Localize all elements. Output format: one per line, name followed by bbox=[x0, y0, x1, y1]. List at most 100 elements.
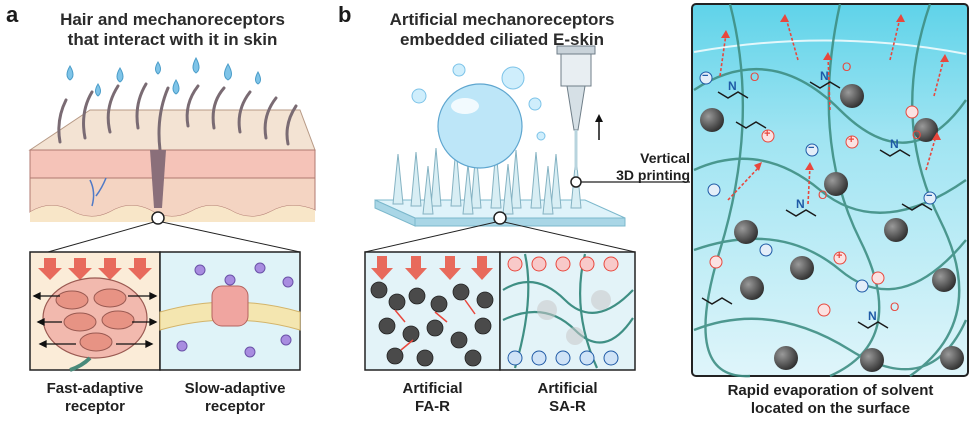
blood-vessels bbox=[89, 177, 107, 207]
artificial-sa-caption-line2: SA-R bbox=[549, 398, 586, 415]
cilium bbox=[422, 165, 434, 215]
arrowhead bbox=[754, 162, 762, 171]
motion-arrow bbox=[434, 311, 448, 323]
zoom-line-right bbox=[161, 221, 301, 253]
dmf-molecule bbox=[901, 203, 933, 211]
arrowhead bbox=[823, 52, 832, 60]
panel-b-title: Artificial mechanoreceptors embedded cil… bbox=[372, 10, 632, 50]
sa-caption-line2: receptor bbox=[204, 398, 266, 415]
evaporation-arrowheads bbox=[721, 14, 949, 171]
sa-positive-ions bbox=[507, 256, 619, 272]
bubble bbox=[528, 97, 542, 111]
hair-strand bbox=[106, 84, 120, 134]
hair-strand bbox=[263, 96, 278, 140]
zoom-line-left bbox=[47, 221, 155, 253]
water-drop bbox=[255, 70, 261, 85]
anions bbox=[699, 71, 937, 293]
pressure-arrow bbox=[68, 258, 92, 280]
cation bbox=[871, 271, 885, 285]
cilium bbox=[430, 147, 442, 207]
artificial-fa-caption-line1: Artificial bbox=[402, 380, 463, 397]
conductive-particle bbox=[824, 172, 848, 196]
dmf-molecule bbox=[857, 321, 889, 329]
arrowhead bbox=[805, 162, 814, 170]
conductive-particle bbox=[476, 291, 494, 309]
pressure-arrows bbox=[38, 258, 152, 280]
ion bbox=[224, 274, 236, 286]
pressure-arrow bbox=[128, 258, 152, 280]
hair-follicle bbox=[150, 150, 166, 208]
water-droplet bbox=[437, 83, 523, 169]
conductive-particle bbox=[884, 218, 908, 242]
panel-a-title-line1: Hair and mechanoreceptors bbox=[60, 10, 285, 29]
skin-fat-layer bbox=[30, 205, 315, 222]
hair-strand bbox=[285, 104, 298, 146]
cilium bbox=[510, 149, 522, 209]
motion-arrow bbox=[464, 299, 476, 315]
artificial-sa-caption: Artificial SA-R bbox=[500, 380, 635, 416]
cation bbox=[531, 256, 547, 272]
conductive-particle bbox=[388, 293, 406, 311]
solvent-surface bbox=[693, 39, 967, 55]
sa-ghost-particles bbox=[537, 290, 611, 345]
bubbles bbox=[411, 63, 546, 141]
skin-top-surface bbox=[28, 109, 316, 151]
zoom-caption-line1: Rapid evaporation of solvent bbox=[727, 382, 934, 399]
artificial-sa-caption-line1: Artificial bbox=[537, 380, 598, 397]
water-drop bbox=[116, 67, 124, 83]
evaporation-arrow bbox=[925, 135, 937, 171]
stretch-arrowhead bbox=[38, 339, 47, 349]
water-drop bbox=[66, 65, 74, 81]
fa-caption-line1: Fast-adaptive bbox=[46, 380, 144, 397]
pressure-arrow bbox=[471, 256, 493, 280]
eskin-substrate-edge bbox=[374, 199, 626, 227]
evaporation-arrow bbox=[727, 165, 761, 201]
conductive-particle bbox=[860, 348, 884, 372]
motion-arrow bbox=[394, 309, 406, 323]
pressure-arrow bbox=[98, 258, 122, 280]
stretch-arrowhead bbox=[32, 291, 41, 301]
hair-strand bbox=[135, 82, 148, 130]
anion bbox=[699, 71, 713, 85]
cilium bbox=[462, 163, 474, 215]
polymer-fiber bbox=[909, 3, 961, 377]
sa-negative-ions bbox=[507, 350, 619, 366]
dmf-molecule bbox=[809, 81, 841, 89]
anion bbox=[507, 350, 523, 366]
cilium bbox=[470, 149, 482, 209]
fa-receptor-caption: Fast-adaptive receptor bbox=[20, 380, 170, 416]
ion bbox=[280, 334, 292, 346]
anion bbox=[855, 279, 869, 293]
conductive-particle bbox=[914, 118, 938, 142]
anion bbox=[555, 350, 571, 366]
artificial-fa-caption: Artificial FA-R bbox=[365, 380, 500, 416]
printing-label-line2: 3D printing bbox=[616, 167, 690, 183]
ion bbox=[244, 346, 256, 358]
cation bbox=[507, 256, 523, 272]
nozzle-cap bbox=[556, 45, 596, 55]
dmf-molecule bbox=[879, 149, 911, 157]
conductive-particle bbox=[740, 276, 764, 300]
corpuscle-cells bbox=[55, 288, 135, 352]
dmf-molecule bbox=[785, 209, 817, 217]
cation bbox=[709, 255, 723, 269]
cilia bbox=[392, 145, 582, 215]
arrowhead bbox=[896, 14, 905, 22]
cilium bbox=[542, 165, 554, 215]
cation bbox=[761, 129, 775, 143]
conductive-particle bbox=[840, 84, 864, 108]
cilium bbox=[450, 145, 462, 207]
pressure-arrow bbox=[439, 256, 461, 280]
stretch-arrows bbox=[32, 291, 158, 349]
conductive-particle bbox=[940, 346, 964, 370]
panel-a-title-line2: that interact with it in skin bbox=[67, 30, 278, 49]
conductive-particle bbox=[408, 287, 426, 305]
filament-zoom-marker bbox=[570, 176, 582, 188]
stretch-arrowhead bbox=[149, 291, 158, 301]
conductive-particle bbox=[402, 325, 420, 343]
printer-nozzle bbox=[556, 45, 596, 170]
cation bbox=[603, 256, 619, 272]
cilium bbox=[550, 153, 562, 209]
pressure-arrow bbox=[371, 256, 393, 280]
eskin-zoom-marker bbox=[493, 211, 507, 225]
